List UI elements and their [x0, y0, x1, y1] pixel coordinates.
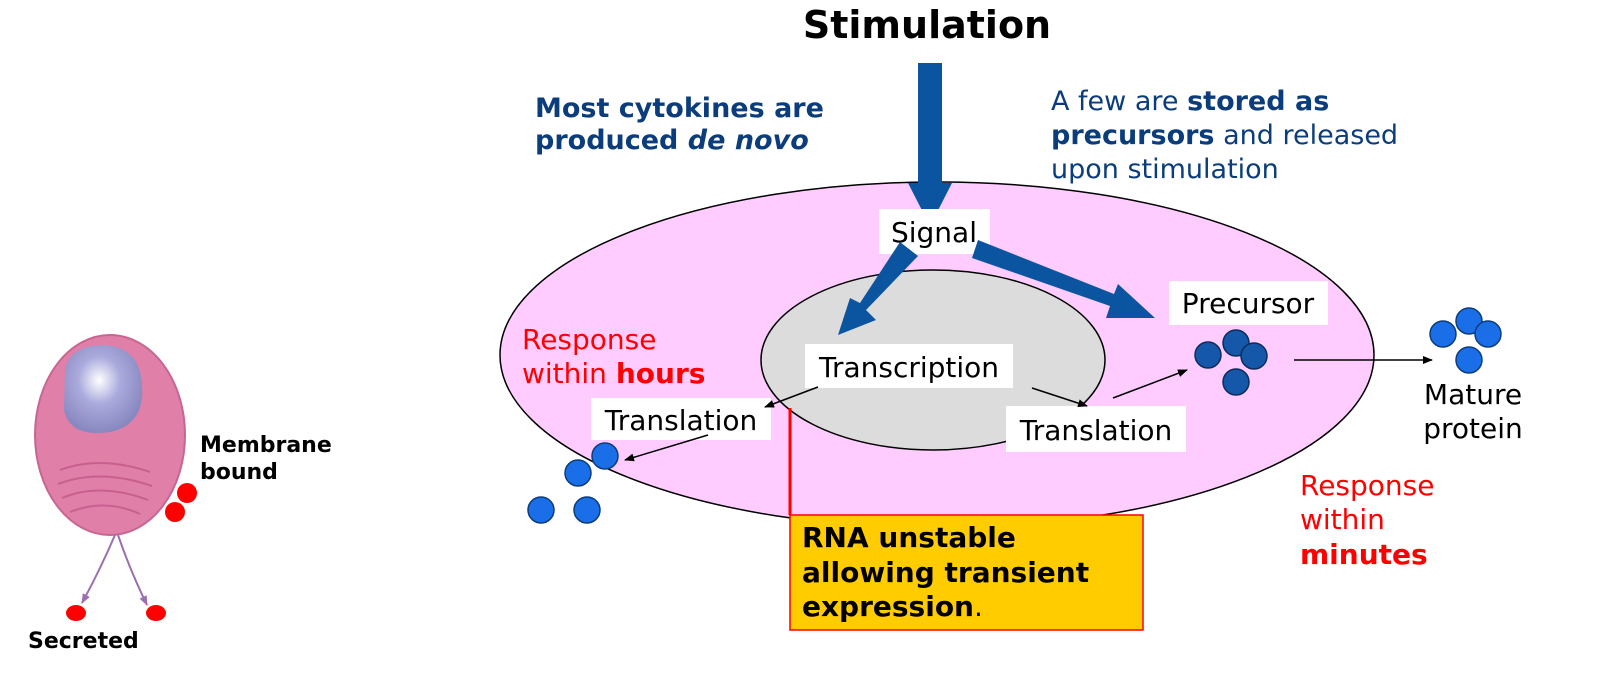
precursor-dot — [1222, 368, 1250, 396]
response-hours-line2: within hours — [522, 357, 705, 390]
signal-to-precursor-arrow — [972, 240, 1155, 318]
rna-note-line1: RNA unstable — [802, 521, 1016, 554]
mature-dot — [1455, 307, 1483, 335]
mature-proteins — [1429, 307, 1502, 374]
precursor-dot — [1240, 342, 1268, 370]
golgi-lines — [57, 462, 153, 515]
response-minutes-line3: minutes — [1300, 538, 1428, 571]
translation-left-box — [591, 398, 771, 440]
rna-note-box — [789, 514, 1144, 631]
de-novo-proteins — [527, 442, 619, 524]
de-novo-line2: produced de novo — [535, 125, 809, 156]
secreted-protein-dot — [66, 605, 86, 621]
secreted-protein-dot — [146, 605, 166, 621]
nucleus — [64, 345, 143, 434]
protein-dot — [573, 496, 601, 524]
translation-left-to-protein-arrow — [624, 434, 709, 462]
translation-right-box — [1006, 406, 1186, 452]
mature-label-line1: Mature — [1424, 378, 1522, 411]
translation-left-label: Translation — [604, 404, 758, 437]
secreted-label: Secreted — [28, 629, 139, 654]
protein-dot — [591, 442, 619, 470]
mature-dot — [1429, 320, 1457, 348]
precursor-label: Precursor — [1182, 287, 1315, 320]
protein-dot — [527, 496, 555, 524]
signal-label: Signal — [891, 216, 977, 249]
cell-illustration: Membrane bound Secreted — [28, 334, 332, 654]
secretion-arrow — [117, 534, 148, 606]
precursor-dot — [1194, 341, 1222, 369]
translation-right-label: Translation — [1019, 414, 1173, 447]
response-minutes-line1: Response — [1300, 469, 1434, 502]
mature-dot — [1474, 320, 1502, 348]
protein-dot — [564, 459, 592, 487]
response-minutes-line2: within — [1300, 503, 1385, 536]
de-novo-line1: Most cytokines are — [535, 93, 824, 124]
membrane-protein-dot — [165, 502, 185, 522]
transcription-to-translation-right-arrow — [1031, 387, 1088, 408]
translation-right-to-precursor-arrow — [1112, 369, 1188, 399]
mature-label-line2: protein — [1423, 412, 1523, 445]
secretion-arrow — [81, 534, 116, 604]
precursor-proteins — [1194, 329, 1268, 396]
membrane-protein-dot — [177, 483, 197, 503]
stored-note-line2: precursors and released — [1051, 120, 1398, 151]
stored-note-line3: upon stimulation — [1051, 154, 1279, 185]
stimulation-arrow — [908, 63, 952, 226]
transcription-label: Transcription — [818, 351, 999, 384]
signal-to-transcription-arrow — [838, 242, 918, 335]
stored-note-line1: A few are stored as — [1051, 86, 1329, 117]
bound-label: bound — [200, 460, 278, 485]
precursor-box — [1169, 281, 1328, 325]
transcription-box — [805, 344, 1013, 388]
mature-dot — [1455, 346, 1483, 374]
response-hours-line1: Response — [522, 323, 656, 356]
rna-note-line3: expression. — [802, 590, 983, 623]
membrane-label: Membrane — [200, 433, 332, 458]
transcription-to-translation-left-arrow — [764, 386, 819, 408]
rna-note-line2: allowing transient — [802, 556, 1089, 589]
page-title: Stimulation — [803, 3, 1051, 47]
